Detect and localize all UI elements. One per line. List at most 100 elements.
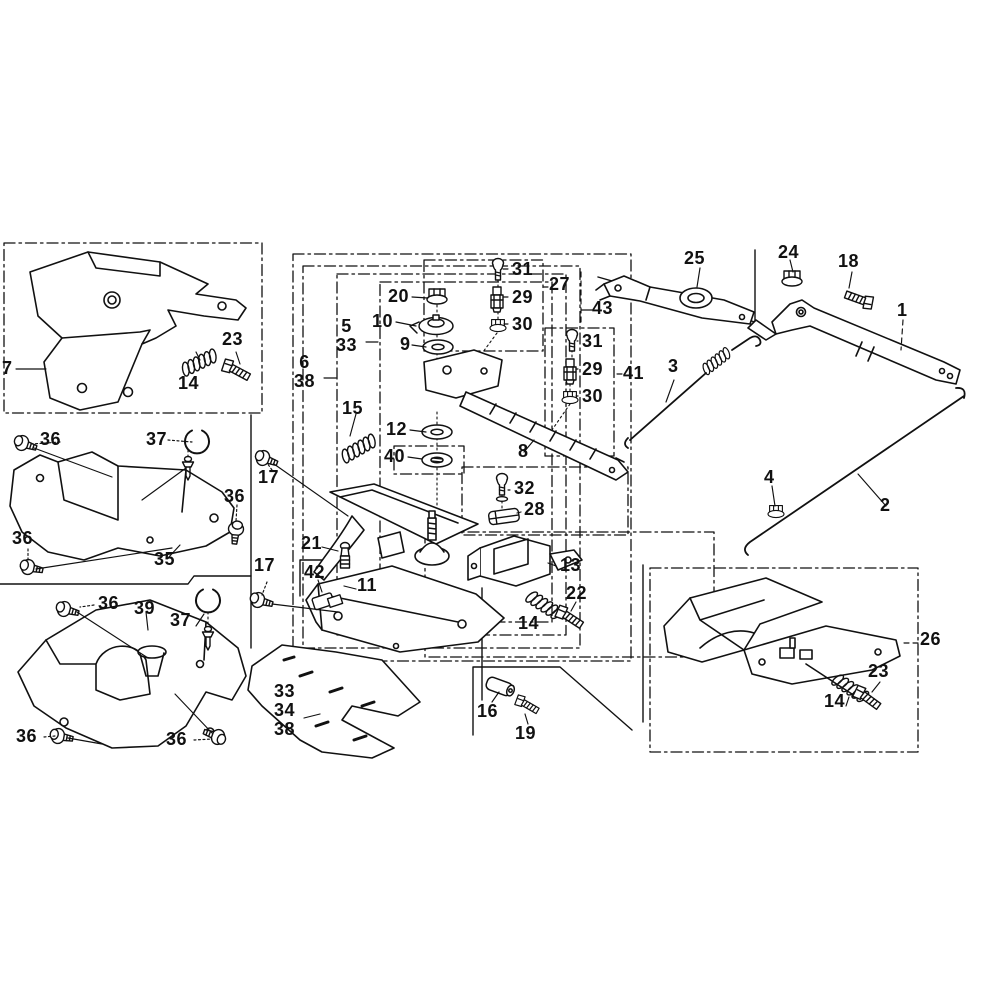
callout-28: 28 bbox=[524, 499, 546, 519]
separator-line bbox=[0, 575, 252, 585]
part-18-bolt bbox=[842, 287, 877, 312]
callout-22: 22 bbox=[566, 583, 588, 603]
part-26-cover-assembly bbox=[663, 577, 901, 699]
part-11-bracket-assembly bbox=[305, 483, 505, 653]
callout-2: 2 bbox=[880, 495, 891, 515]
part-20-nut bbox=[426, 288, 448, 305]
part-32-screw bbox=[495, 472, 509, 502]
kit-box-26 bbox=[649, 567, 919, 753]
callout-29: 29 bbox=[512, 287, 534, 307]
part-35-bracket bbox=[9, 451, 235, 561]
part-31-screw bbox=[491, 257, 505, 281]
callout-37: 37 bbox=[170, 610, 192, 630]
part-36-bolt bbox=[53, 598, 82, 621]
callout-4: 4 bbox=[764, 467, 775, 487]
callout-36: 36 bbox=[224, 486, 246, 506]
part-23-bolt bbox=[219, 356, 253, 385]
part-30-nut bbox=[489, 318, 507, 333]
part-39-cover bbox=[17, 599, 247, 749]
callout-35: 35 bbox=[154, 549, 176, 569]
callout-7: 7 bbox=[2, 358, 13, 378]
callout-23: 23 bbox=[222, 329, 244, 349]
callout-31: 31 bbox=[512, 259, 534, 279]
callout-13: 13 bbox=[560, 555, 582, 575]
kit-box-outer bbox=[292, 253, 632, 662]
part-29-joint bbox=[490, 286, 504, 313]
part-15-spring bbox=[336, 430, 381, 467]
callout-30: 30 bbox=[512, 314, 534, 334]
callout-3: 3 bbox=[668, 356, 679, 376]
callout-20: 20 bbox=[388, 286, 410, 306]
part-29-joint bbox=[563, 358, 577, 385]
callout-33-34-38: 33 34 38 bbox=[274, 681, 296, 739]
callout-26: 26 bbox=[920, 629, 942, 649]
kit-box-40 bbox=[393, 445, 465, 475]
callout-15: 15 bbox=[342, 398, 364, 418]
callout-12: 12 bbox=[386, 419, 408, 439]
kit-box-part7 bbox=[3, 242, 263, 414]
part-8-lever bbox=[423, 349, 629, 481]
callout-17: 17 bbox=[258, 467, 280, 487]
part-37-ring bbox=[195, 588, 221, 614]
part-37-ring bbox=[184, 429, 210, 455]
callout-41: 41 bbox=[623, 363, 645, 383]
callout-8: 8 bbox=[518, 441, 529, 461]
part-28-clamp bbox=[487, 507, 521, 526]
part-24-nut bbox=[781, 270, 803, 287]
callout-14: 14 bbox=[178, 373, 200, 393]
part-40-washer bbox=[421, 452, 453, 468]
callout-19: 19 bbox=[515, 723, 537, 743]
kit-box-32-28 bbox=[461, 466, 629, 536]
callout-36: 36 bbox=[98, 593, 120, 613]
part-4-nut bbox=[767, 504, 785, 519]
callout-31: 31 bbox=[582, 331, 604, 351]
part-16-collar bbox=[483, 675, 517, 699]
callout-30: 30 bbox=[582, 386, 604, 406]
part-31-screw bbox=[565, 328, 579, 352]
frame-16-19 bbox=[472, 666, 633, 736]
part-33-34-38-plate bbox=[247, 644, 421, 759]
callout-1: 1 bbox=[897, 300, 908, 320]
callout-27: 27 bbox=[549, 274, 571, 294]
callout-16: 16 bbox=[477, 701, 499, 721]
callout-36: 36 bbox=[166, 729, 188, 749]
callout-29: 29 bbox=[582, 359, 604, 379]
callout-42: 42 bbox=[304, 562, 326, 582]
part-36-bolt bbox=[17, 557, 46, 579]
part-17-bolt bbox=[247, 589, 276, 612]
part-9-washer bbox=[422, 339, 454, 355]
callout-36: 36 bbox=[40, 429, 62, 449]
part-25-lever bbox=[595, 275, 755, 325]
kit-boxes bbox=[3, 242, 919, 753]
callout-14: 14 bbox=[518, 613, 540, 633]
callout-23: 23 bbox=[868, 661, 890, 681]
callout-24: 24 bbox=[778, 242, 800, 262]
callout-36: 36 bbox=[12, 528, 34, 548]
callout-14: 14 bbox=[824, 691, 846, 711]
fasteners bbox=[11, 257, 884, 748]
callout-40: 40 bbox=[384, 446, 406, 466]
callout-25: 25 bbox=[684, 248, 706, 268]
part-36-bolt bbox=[200, 724, 229, 748]
callout-32: 32 bbox=[514, 478, 536, 498]
callout-21: 21 bbox=[301, 533, 323, 553]
callout-5-33: 5 33 bbox=[336, 316, 358, 355]
part-3-rod bbox=[624, 335, 762, 449]
callout-37: 37 bbox=[146, 429, 168, 449]
part-21-sensor bbox=[339, 541, 351, 569]
part-23-bolt bbox=[850, 682, 884, 713]
callout-9: 9 bbox=[400, 334, 411, 354]
callout-6-38: 6 38 bbox=[294, 352, 316, 391]
callout-17: 17 bbox=[254, 555, 276, 575]
callout-10: 10 bbox=[372, 311, 394, 331]
callout-18: 18 bbox=[838, 251, 860, 271]
part-2-rod bbox=[744, 387, 966, 556]
callout-43: 43 bbox=[592, 298, 614, 318]
part-30-nut bbox=[561, 390, 579, 405]
callout-11: 11 bbox=[357, 575, 378, 595]
part-7-bracket bbox=[29, 251, 247, 411]
part-36-bolt bbox=[11, 432, 40, 456]
part-10-mount bbox=[409, 314, 454, 336]
